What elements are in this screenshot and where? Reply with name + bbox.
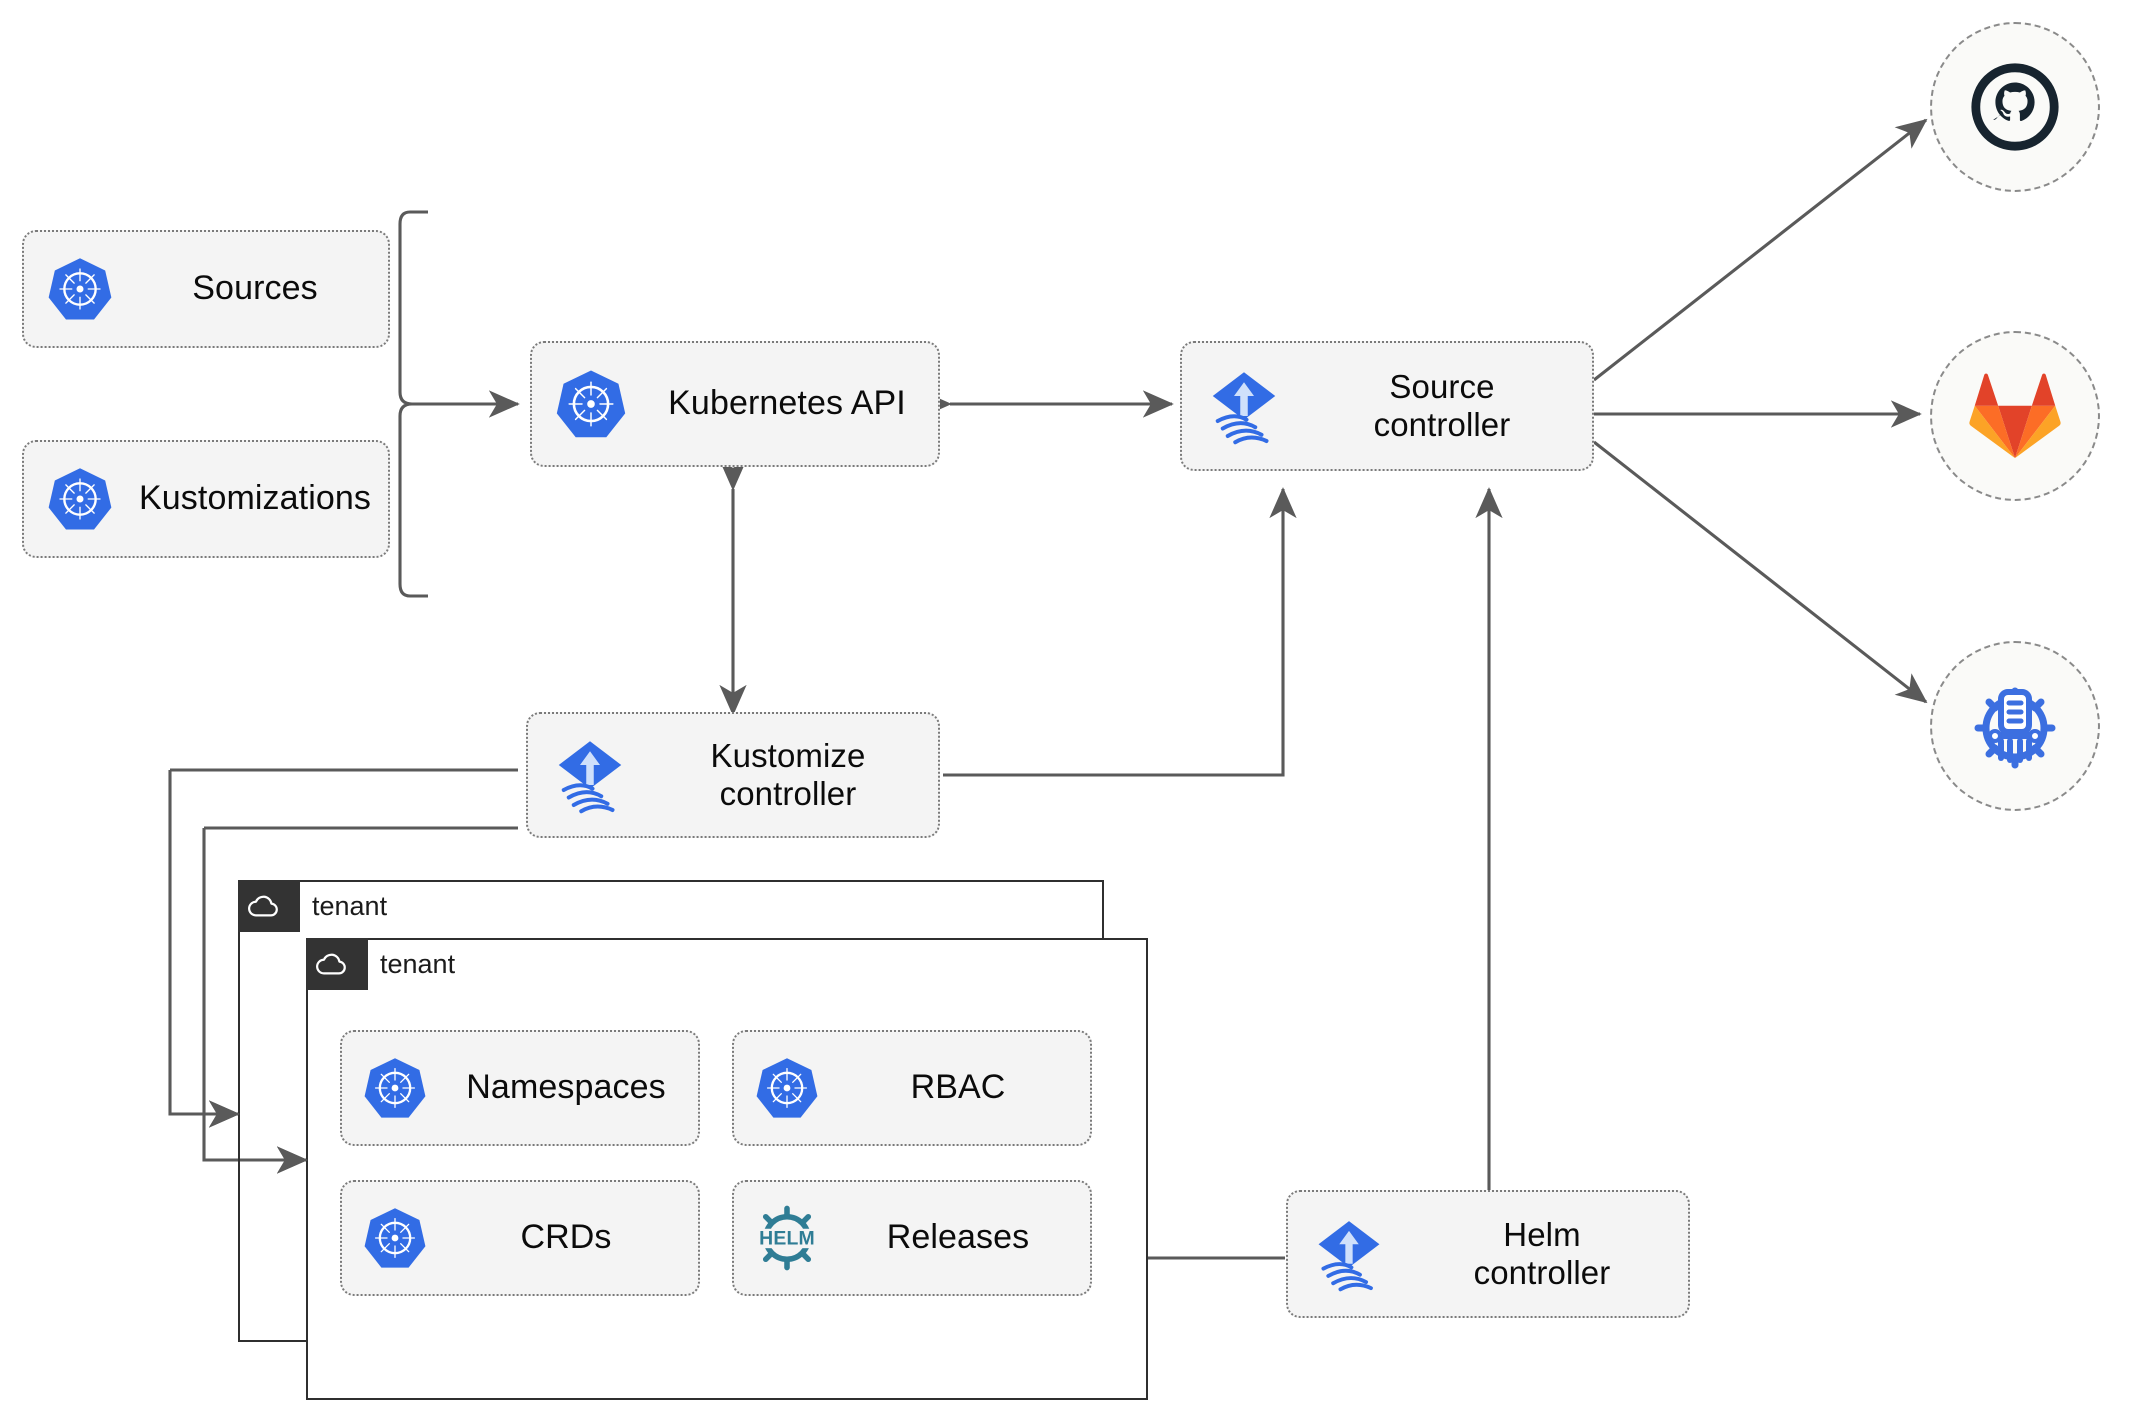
- node-label: Kubernetes API: [668, 384, 906, 423]
- node-label: Kustomizations: [139, 479, 371, 518]
- tenant-tab-outer: [238, 880, 300, 932]
- node-label-line2: controller: [719, 775, 857, 812]
- node-helm-controller[interactable]: Helm controller: [1286, 1190, 1690, 1318]
- node-label-line2: controller: [1473, 1254, 1611, 1291]
- flux-icon: [1288, 1215, 1410, 1293]
- kubernetes-icon: [532, 368, 650, 440]
- svg-text:HELM: HELM: [759, 1227, 815, 1249]
- tenant-container-inner: [306, 938, 1148, 1400]
- kubernetes-icon: [24, 466, 136, 532]
- node-crds[interactable]: CRDs: [340, 1180, 700, 1296]
- kubernetes-icon: [342, 1206, 448, 1270]
- external-source-helm-repository[interactable]: [1930, 641, 2100, 811]
- kubernetes-icon: [342, 1056, 448, 1120]
- node-label: CRDs: [520, 1218, 612, 1257]
- kubernetes-icon: [24, 256, 136, 322]
- external-source-github[interactable]: [1930, 22, 2100, 192]
- helm-repository-icon: [1974, 687, 2056, 769]
- external-source-gitlab[interactable]: [1930, 331, 2100, 501]
- node-sources[interactable]: Sources: [22, 230, 390, 348]
- node-label: Helm controller: [1410, 1216, 1688, 1293]
- node-namespaces[interactable]: Namespaces: [340, 1030, 700, 1146]
- tenant-label-inner: tenant: [380, 948, 456, 979]
- node-releases[interactable]: HELM Releases: [732, 1180, 1092, 1296]
- node-label: Releases: [886, 1218, 1030, 1257]
- node-label-line1: Kustomize: [710, 736, 866, 774]
- tenant-label-outer: tenant: [312, 890, 388, 921]
- node-kubernetes-api[interactable]: Kubernetes API: [530, 341, 940, 467]
- node-source-controller[interactable]: Source controller: [1180, 341, 1594, 471]
- node-label: RBAC: [910, 1068, 1006, 1107]
- helm-icon: HELM: [734, 1201, 840, 1275]
- node-kustomizations[interactable]: Kustomizations: [22, 440, 390, 558]
- flux-icon: [1182, 366, 1306, 446]
- node-label-line2: controller: [1373, 406, 1511, 443]
- tenant-tab-inner: [306, 938, 368, 990]
- node-kustomize-controller[interactable]: Kustomize controller: [526, 712, 940, 838]
- github-icon: [1971, 63, 2059, 151]
- cloud-icon: [238, 894, 290, 918]
- cloud-icon: [306, 952, 358, 976]
- gitlab-icon: [1969, 373, 2061, 459]
- flux-icon: [528, 735, 652, 815]
- node-rbac[interactable]: RBAC: [732, 1030, 1092, 1146]
- node-label: Sources: [192, 269, 318, 308]
- node-label: Kustomize controller: [652, 737, 938, 814]
- node-label-line1: Helm: [1503, 1215, 1581, 1253]
- kubernetes-icon: [734, 1056, 840, 1120]
- node-label: Source controller: [1306, 368, 1592, 445]
- node-label-line1: Source: [1389, 367, 1495, 405]
- node-label: Namespaces: [466, 1068, 666, 1107]
